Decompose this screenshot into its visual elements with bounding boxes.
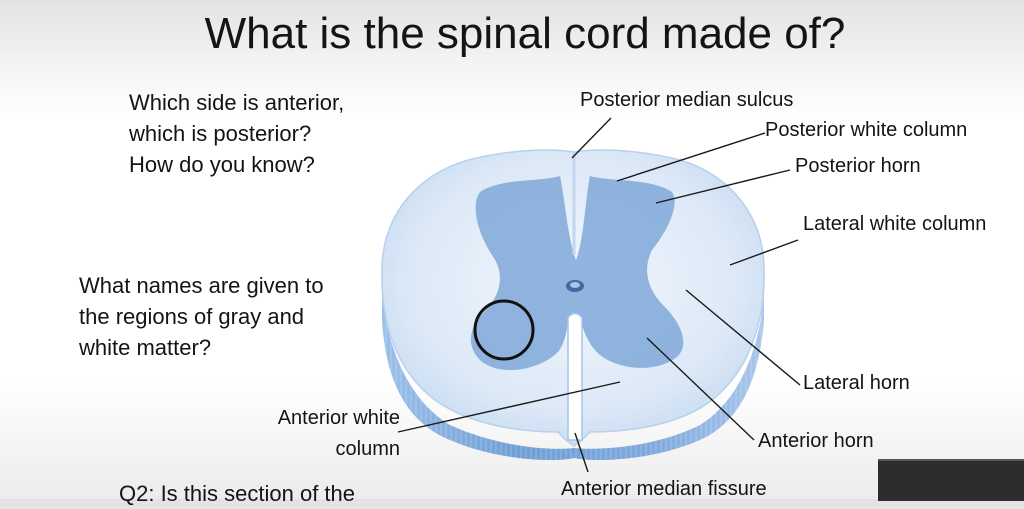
anterior-median-fissure [567,312,583,441]
leader-lateral-horn [685,289,801,386]
leader-posterior-white-column [616,132,766,182]
label-posterior-white-column: Posterior white column [765,119,968,141]
label-lateral-white-column: Lateral white column [803,213,987,235]
label-anterior-horn: Anterior horn [758,430,874,452]
label-anterior-median-fissure: Anterior median fissure [561,478,767,500]
label-anterior-white-column: Anterior white column [277,407,400,460]
leader-anterior-white-column [397,381,621,433]
question-region-names: What names are given to the regions of g… [79,273,324,360]
leader-anterior-horn [646,337,755,441]
label-posterior-median-sulcus: Posterior median sulcus [580,89,794,111]
leader-posterior-median-sulcus [571,117,612,159]
label-posterior-horn: Posterior horn [795,155,921,177]
slide-title: What is the spinal cord made of? [204,9,846,58]
annotation-circle [473,299,535,361]
gray-matter [470,176,684,371]
leader-posterior-horn [655,169,791,204]
leader-lateral-white-column [729,239,799,266]
question-orientation: Which side is anterior, which is posteri… [129,90,345,177]
presenter-video-thumbnail [878,459,1024,501]
leader-anterior-median-fissure [574,432,589,473]
label-lateral-horn: Lateral horn [803,372,910,394]
